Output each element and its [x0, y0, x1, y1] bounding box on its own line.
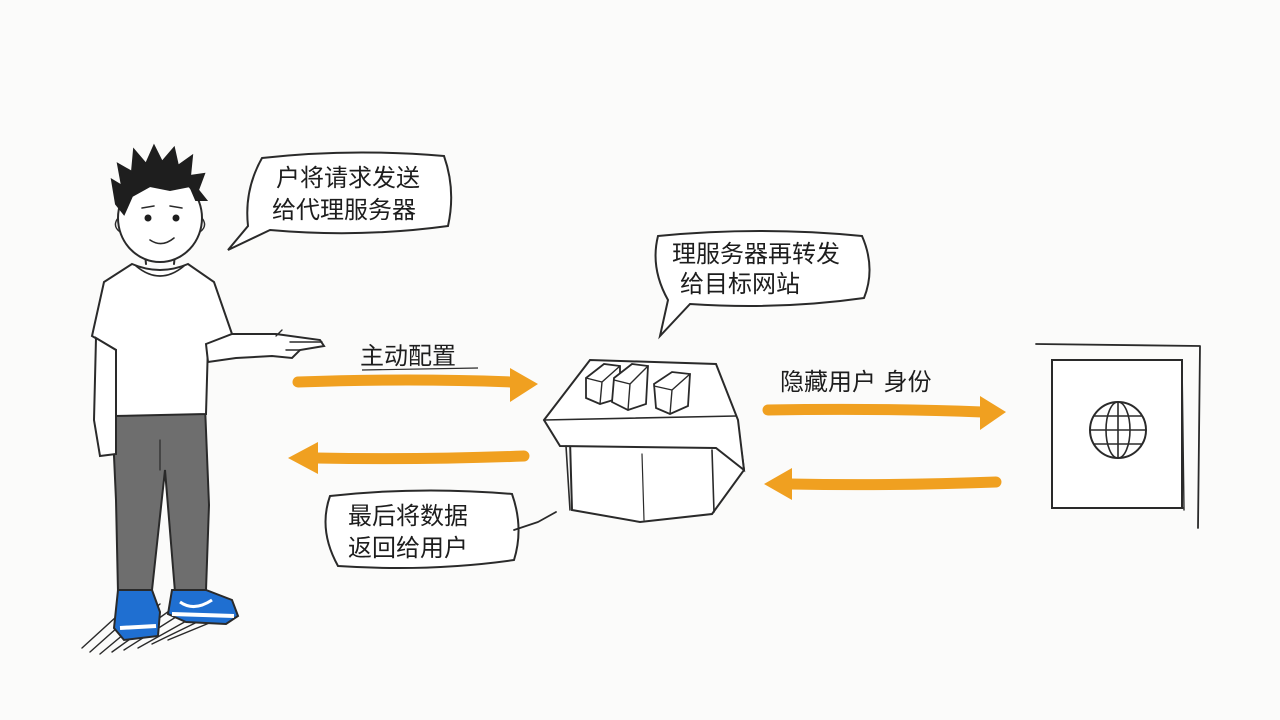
target-website — [1035, 343, 1201, 529]
left-shoe — [112, 589, 162, 642]
bubble-return-data-line1: 最后将数据 — [348, 502, 468, 530]
bubble-proxy-forward-line1: 理服务器再转发 — [672, 240, 840, 268]
arrow-user-to-proxy-label: 主动配置 — [360, 342, 456, 370]
proxy-server-box — [542, 358, 746, 524]
pants — [110, 404, 211, 594]
bubble-return-data: 最后将数据 返回给用户 — [324, 489, 557, 569]
globe-icon — [1089, 401, 1147, 459]
bubble-user-request-line2: 给代理服务器 — [272, 196, 416, 224]
arrow-user-to-proxy: 主动配置 — [292, 342, 538, 402]
bubble-return-data-line2: 返回给用户 — [348, 534, 468, 562]
bubble-user-request-line1: 户将请求发送 — [276, 164, 420, 192]
left-arm — [92, 336, 117, 458]
pointing-arm — [204, 333, 326, 364]
server-unit-3 — [653, 371, 691, 415]
right-shoe — [166, 589, 240, 626]
bubble-user-request: 户将请求发送 给代理服务器 — [227, 151, 453, 251]
hair — [110, 143, 209, 216]
bubble-proxy-forward: 理服务器再转发 给目标网站 — [654, 230, 871, 340]
bubble-proxy-forward-line2: 给目标网站 — [680, 270, 800, 298]
server-unit-2 — [611, 363, 649, 411]
arrow-proxy-to-user — [288, 442, 530, 474]
arrow-proxy-to-site-label: 隐藏用户 身份 — [780, 368, 932, 396]
arrow-site-to-proxy — [764, 468, 1002, 500]
arrow-proxy-to-site: 隐藏用户 身份 — [762, 368, 1006, 430]
person-figure — [81, 143, 326, 655]
